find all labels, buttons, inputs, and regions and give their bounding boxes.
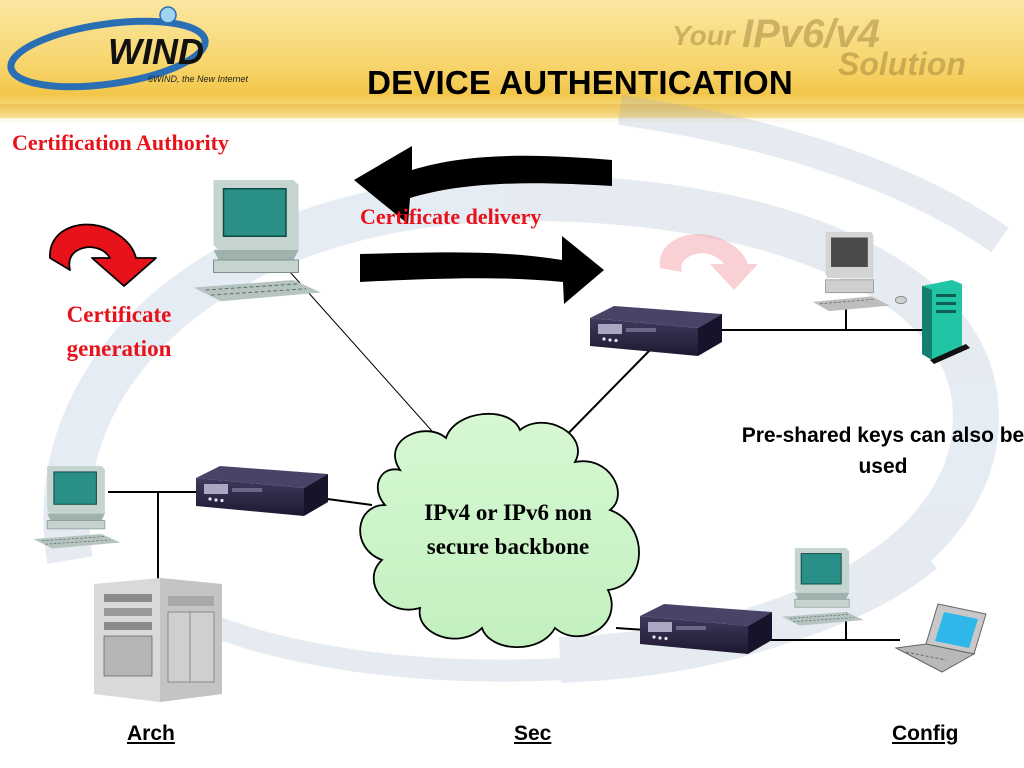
pre-shared-keys-label: Pre-shared keys can also be used [741, 424, 1024, 478]
logo-tagline: 6WIND, the New Internet [148, 74, 249, 84]
config-link[interactable]: Config [892, 722, 959, 745]
svg-text:WIND: WIND [108, 31, 204, 72]
sec-link[interactable]: Sec [514, 722, 552, 745]
server-tower-icon [922, 280, 970, 364]
curved-arrow-icon [659, 234, 758, 290]
background-swoosh [43, 95, 1009, 683]
arch-link[interactable]: Arch [127, 722, 175, 745]
brand-solution: Solution [838, 46, 966, 82]
laptop-icon [894, 603, 987, 673]
certificate-delivery-label: Certificate delivery [360, 204, 542, 229]
curved-arrow-icon [49, 223, 157, 287]
page-title: DEVICE AUTHENTICATION [367, 64, 793, 101]
block-arrow-icon [360, 236, 604, 304]
backbone-label: IPv4 or IPv6 non secure backbone [424, 500, 592, 559]
router-icon [590, 306, 722, 356]
server-rack-icon [94, 578, 222, 702]
brand-your: Your [672, 20, 735, 51]
logo-swoosh-icon: WIND [7, 6, 209, 91]
certification-authority-label: Certification Authority [12, 130, 229, 155]
header-shadow [0, 104, 1024, 124]
cloud-icon [359, 412, 640, 648]
brand-ip: IPv6/v4 [742, 12, 880, 56]
router-icon [196, 466, 328, 516]
certificate-generation-label: Certificate generation [66, 302, 172, 361]
block-arrow-icon [354, 146, 612, 224]
workstation-icon [812, 232, 907, 312]
